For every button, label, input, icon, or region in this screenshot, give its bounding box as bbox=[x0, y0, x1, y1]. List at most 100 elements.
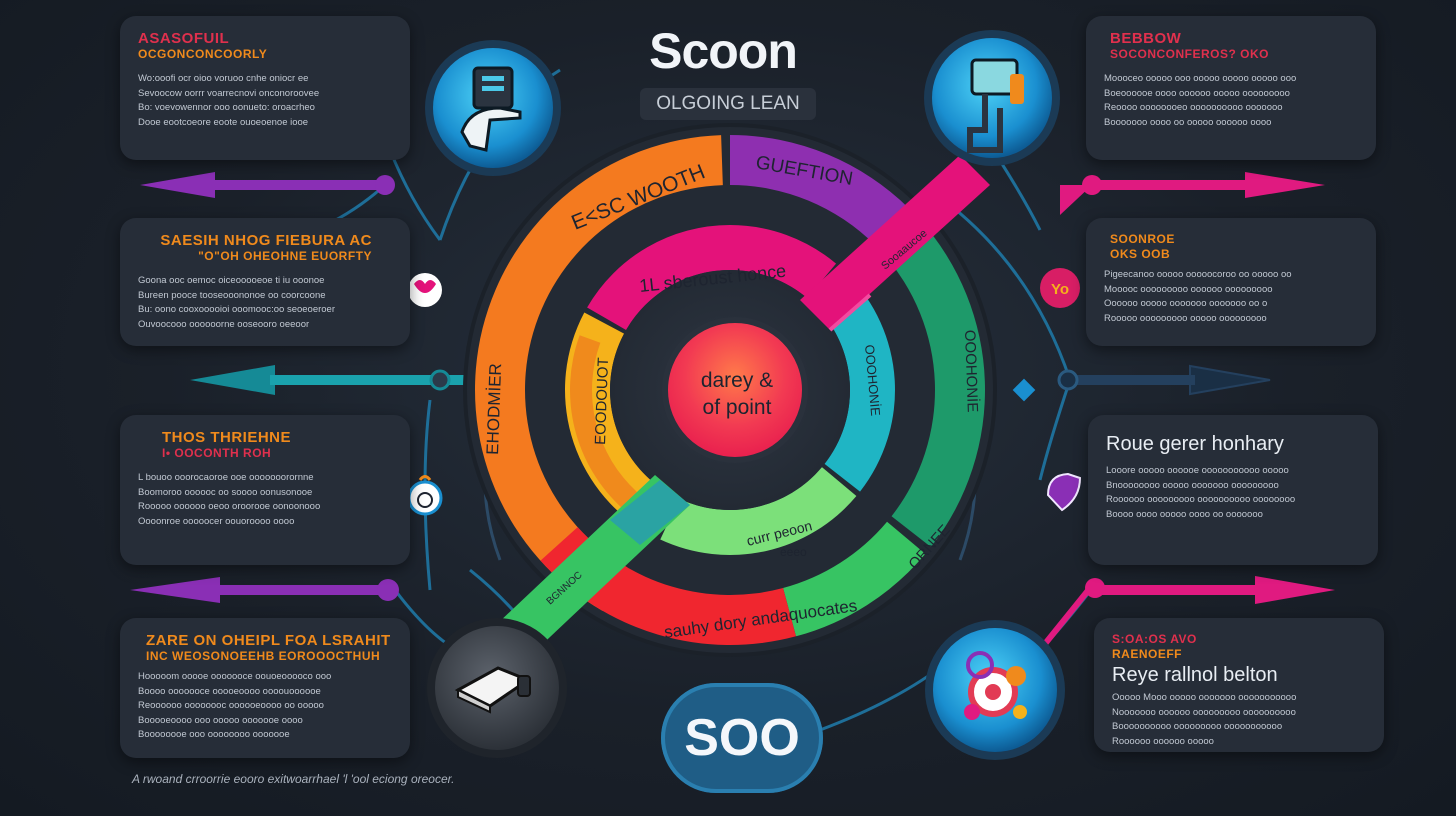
card-line: Rooooo oooooo oeoo oroorooe oonoonooo bbox=[138, 501, 321, 512]
card-line: Bo: voevowennor ooo oonueto: oroacrheo bbox=[138, 102, 315, 113]
ring-label-outer-right: OOOHONİE bbox=[961, 330, 982, 413]
info-card-top-right: BEBBOW SOCONCONFEROS? OKO Moooceo ooooo … bbox=[1086, 16, 1376, 160]
card-line: Oooooo ooooo ooooooo ooooooo oo o bbox=[1104, 298, 1268, 309]
card-subtitle: I• OOCONTH ROH bbox=[162, 446, 272, 460]
document-hand-icon bbox=[425, 40, 561, 176]
footer-note: A rwoand crroorrie eooro exitwoarrhael '… bbox=[132, 772, 455, 786]
card-line: Boeoooooe oooo oooooo ooooo ooooooooo bbox=[1104, 87, 1290, 99]
card-line: Boooo oooo ooooo oooo oo ooooooo bbox=[1106, 508, 1263, 520]
card-line: Roooooo oooooo ooooo bbox=[1112, 735, 1214, 747]
card-line: Reoooooo oooooooc oooooeoooo oo ooooo bbox=[138, 700, 324, 711]
bottom-value-text: SOO bbox=[684, 709, 800, 767]
ring-label-middle-left: EOODOUOT bbox=[592, 357, 612, 445]
card-line: Looore ooooo oooooe ooooooooooo ooooo bbox=[1106, 465, 1289, 476]
card-heading: Reye rallnol belton bbox=[1112, 664, 1278, 686]
card-line: Boooooooe ooo oooooooo ooooooe bbox=[138, 729, 290, 740]
card-subtitle: "O"OH OHEOHNE EUORFTY bbox=[198, 249, 372, 263]
card-body: Looore ooooo oooooe ooooooooooo ooooo Bn… bbox=[1106, 464, 1360, 522]
card-subtitle: RAENOEFF bbox=[1112, 647, 1182, 661]
card-line: Nooooooo oooooo ooooooooo oooooooooo bbox=[1112, 706, 1296, 718]
ring-segment-middle-green bbox=[660, 467, 857, 555]
yo-badge-icon: Yo bbox=[1040, 268, 1080, 308]
card-line: Rooooo ooooooooo ooooo ooooooooo bbox=[1104, 312, 1267, 324]
right-arrow-banners bbox=[1037, 172, 1335, 652]
target-gears-icon bbox=[925, 620, 1065, 760]
left-arrow-banners bbox=[130, 172, 470, 603]
card-line: Bu: oono cooxooooioi ooomooc:oo seoeoero… bbox=[138, 304, 336, 315]
center-line-2: of point bbox=[703, 396, 772, 419]
card-title: BEBBOW bbox=[1110, 30, 1182, 47]
heart-pin-icon bbox=[408, 273, 442, 307]
center-circle bbox=[662, 317, 808, 463]
info-card-mid-right: SOONROE OKS OOB Pigeecanoo ooooo oooooco… bbox=[1086, 218, 1376, 346]
ring-label-middle-green-sub: eeeo bbox=[780, 545, 807, 559]
card-heading: Roue gerer honhary bbox=[1106, 433, 1284, 455]
card-line: Booooooo oooo oo ooooo oooooo oooo bbox=[1104, 116, 1272, 128]
page-subtitle: OLGOING LEAN bbox=[640, 88, 816, 120]
svg-text:Yo: Yo bbox=[1051, 281, 1069, 298]
card-line: Hooooom ooooe ooooooce oouoeooooco ooo bbox=[138, 671, 332, 682]
card-line: Mooooc ooooooooo oooooo ooooooooo bbox=[1104, 283, 1273, 295]
card-line: Sevoocow oorrr voarrecnovi onconoroovee bbox=[138, 87, 320, 99]
card-line: Pigeecanoo ooooo ooooocoroo oo ooooo oo bbox=[1104, 269, 1292, 280]
card-body: Wo:ooofi ocr oioo voruoo cnhe oniocr ee … bbox=[138, 72, 392, 130]
card-line: Oooonroe ooooocer oouoroooo oooo bbox=[138, 515, 295, 527]
ring-segment-middle-orange bbox=[570, 335, 638, 509]
card-body: Hooooom ooooe ooooooce oouoeooooco ooo B… bbox=[138, 670, 392, 743]
card-line: Bnoooooooo ooooo ooooooo ooooooooo bbox=[1106, 479, 1279, 491]
info-card-top-left: ASASOFUIL OCGONCONCOORLY Wo:ooofi ocr oi… bbox=[120, 16, 410, 160]
card-line: Ooooo Mooo ooooo ooooooo ooooooooooo bbox=[1112, 692, 1297, 703]
ring-segment-outer-orange bbox=[475, 135, 723, 611]
center-line-1: darey & bbox=[701, 369, 773, 392]
card-line: Goona ooc oemoc oiceooooeoe ti iu ooonoe bbox=[138, 275, 325, 286]
card-line: Boomoroo oooooc oo soooo oonusonooe bbox=[138, 486, 313, 498]
card-title: ASASOFUIL bbox=[138, 30, 230, 47]
card-line: Moooceo ooooo ooo ooooo ooooo ooooo ooo bbox=[1104, 73, 1297, 84]
lock-pin-icon bbox=[407, 475, 443, 516]
card-line: Wo:ooofi ocr oioo voruoo cnhe oniocr ee bbox=[138, 73, 309, 84]
card-body: Moooceo ooooo ooo ooooo ooooo ooooo ooo … bbox=[1104, 72, 1358, 130]
card-line: Dooe eootcoeore eoote ouoeoenoe iooe bbox=[138, 116, 309, 128]
card-title: THOS THRIEHNE bbox=[162, 429, 292, 446]
card-line: Roooooo ooooooooo oooooooooo oooooooo bbox=[1106, 494, 1296, 505]
ring-label-middle-right: OOOHONİE bbox=[862, 344, 883, 417]
ring-segment-outer-purple bbox=[730, 135, 911, 246]
diamond-marker-icon bbox=[1012, 378, 1036, 402]
card-line: Boooo ooooooce ooooeoooo oooouoooooe bbox=[138, 685, 321, 697]
info-card-lower-left: THOS THRIEHNE I• OOCONTH ROH L bouoo ooo… bbox=[120, 415, 410, 565]
card-body: Pigeecanoo ooooo ooooocoroo oo ooooo oo … bbox=[1104, 268, 1358, 326]
card-line: Ouvoocooo oooooorne ooseooro oeeoor bbox=[138, 318, 310, 330]
card-line: L bouoo ooorocaoroe ooe ooooooorornne bbox=[138, 472, 314, 483]
card-line: Bureen pooce tooseooononoe oo coorcoone bbox=[138, 289, 326, 301]
card-subtitle: OKS OOB bbox=[1110, 247, 1171, 261]
card-title: SAESIH NHOG FIEBURA AC bbox=[160, 232, 372, 249]
info-card-mid-left: SAESIH NHOG FIEBURA AC "O"OH OHEOHNE EUO… bbox=[120, 218, 410, 346]
card-subtitle: INC WEOSONOEEHB EOROOOCTHUH bbox=[146, 649, 381, 663]
card-title: SOONROE bbox=[1110, 232, 1175, 246]
card-subtitle: SOCONCONFEROS? OKO bbox=[1110, 47, 1270, 61]
card-line: Reoooo oooooooeo oooooooooo ooooooo bbox=[1104, 102, 1283, 113]
bottom-value-pill bbox=[661, 683, 823, 793]
ring-label-outer-left: EHODMİER bbox=[483, 363, 505, 455]
ring-segment-outer-teal bbox=[882, 219, 986, 547]
card-body: Ooooo Mooo ooooo ooooooo ooooooooooo Noo… bbox=[1112, 691, 1366, 749]
tablet-device-icon bbox=[427, 618, 567, 758]
ring-segment-middle-magenta bbox=[587, 225, 730, 330]
card-title: S:OA:OS AVO bbox=[1112, 632, 1197, 646]
card-line: Booooeoooo ooo ooooo ooooooe oooo bbox=[138, 714, 303, 726]
card-line: Boooooooooo ooooooooo ooooooooooo bbox=[1112, 721, 1283, 732]
diagonal-bars bbox=[480, 155, 990, 670]
card-body: Goona ooc oemoc oiceooooeoe ti iu ooonoe… bbox=[138, 274, 392, 332]
info-card-lower-right: Roue gerer honhary Looore ooooo oooooe o… bbox=[1088, 415, 1378, 565]
ring-segment-outer-green bbox=[783, 521, 926, 637]
card-subtitle: OCGONCONCOORLY bbox=[138, 47, 268, 61]
phone-stand-icon bbox=[924, 30, 1060, 166]
info-card-bottom-left: ZARE ON OHEIPL FOA LSRAHIT INC WEOSONOEE… bbox=[120, 618, 410, 758]
info-card-bottom-right: S:OA:OS AVO RAENOEFF Reye rallnol belton… bbox=[1094, 618, 1384, 752]
bell-pin-icon bbox=[1046, 472, 1082, 512]
page-title: Scoon bbox=[649, 23, 798, 79]
card-body: L bouoo ooorocaoroe ooe ooooooorornne Bo… bbox=[138, 471, 392, 529]
card-title: ZARE ON OHEIPL FOA LSRAHIT bbox=[146, 632, 391, 649]
